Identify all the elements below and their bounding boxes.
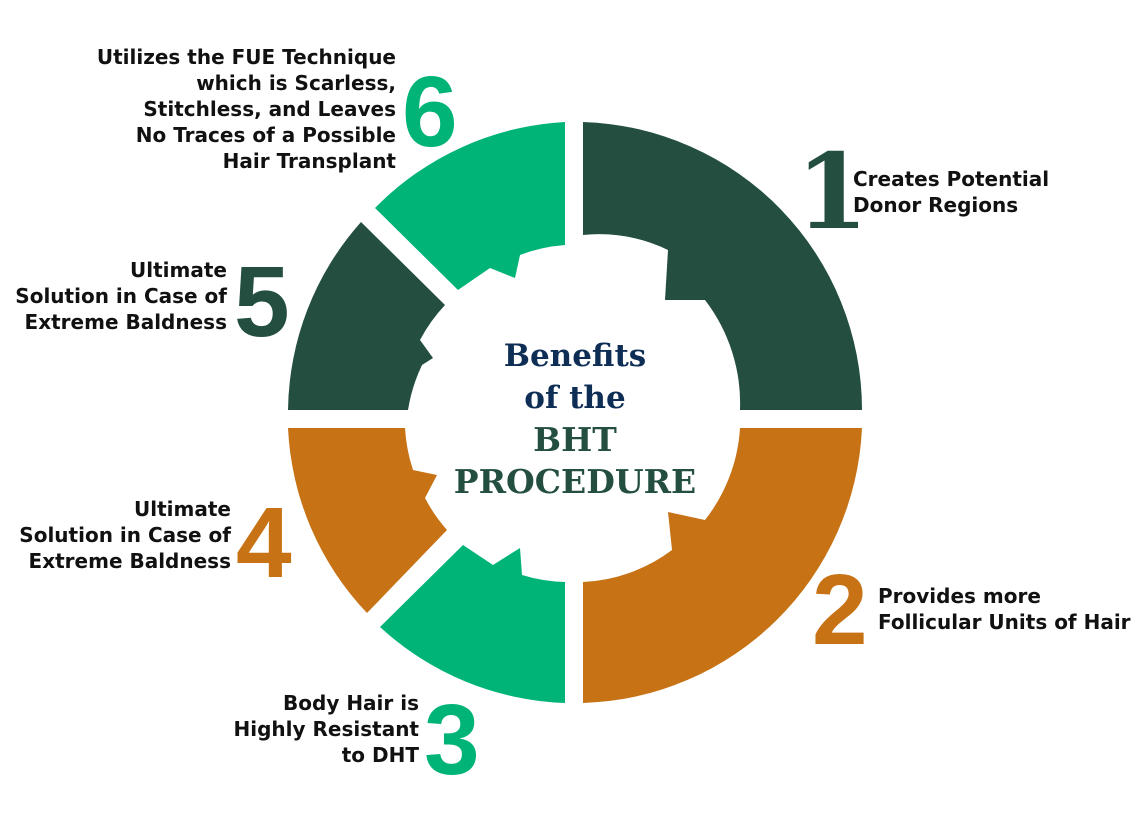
benefit-1-number: 1 xyxy=(796,130,869,253)
title-line-1: Benefits xyxy=(503,338,647,374)
segment-4 xyxy=(288,428,447,613)
benefit-3-number: 3 xyxy=(424,684,480,796)
title-line-3: BHT xyxy=(533,420,617,459)
benefit-6-label: Utilizes the FUE Technique which is Scar… xyxy=(96,45,396,173)
benefit-2-label: Provides more Follicular Units of Hair xyxy=(878,584,1131,634)
segment-1 xyxy=(583,122,863,410)
segment-6 xyxy=(375,122,565,290)
benefit-5-label: Ultimate Solution in Case of Extreme Bal… xyxy=(15,258,227,334)
benefit-5-number: 5 xyxy=(234,246,290,358)
benefit-2-number: 2 xyxy=(812,554,868,666)
title-line-4: PROCEDURE xyxy=(453,462,697,501)
segment-5 xyxy=(288,222,445,410)
benefit-3-label: Body Hair is Highly Resistant to DHT xyxy=(233,691,420,767)
benefit-4-number: 4 xyxy=(236,487,292,599)
segment-3 xyxy=(380,545,565,703)
benefit-1-label: Creates Potential Donor Regions xyxy=(853,167,1050,217)
center-title: Benefits of the BHT PROCEDURE xyxy=(430,335,720,503)
segment-2 xyxy=(583,428,862,703)
title-line-2: of the xyxy=(524,380,626,416)
benefit-6-number: 6 xyxy=(402,56,458,168)
benefit-4-label: Ultimate Solution in Case of Extreme Bal… xyxy=(19,497,231,573)
